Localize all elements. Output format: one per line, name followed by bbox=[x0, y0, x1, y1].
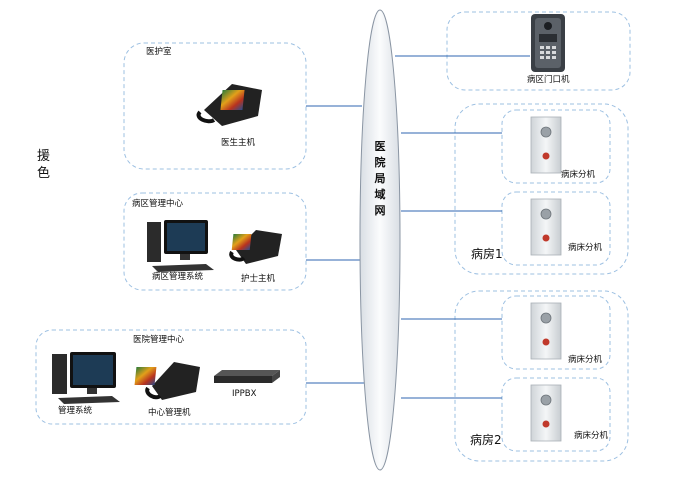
mgmt-system-computer-icon bbox=[52, 352, 120, 404]
room2-title: 病房2 bbox=[470, 433, 502, 447]
room1-bed-b-label: 病床分机 bbox=[568, 243, 603, 253]
lan-char-5: 网 bbox=[374, 204, 386, 217]
lan-char-2: 院 bbox=[374, 156, 386, 169]
lan-ellipse bbox=[359, 9, 401, 471]
doctor-host-phone-icon bbox=[196, 84, 262, 126]
room1-title: 病房1 bbox=[471, 247, 503, 261]
mgmt-system-label: 管理系统 bbox=[58, 406, 93, 416]
hospital-center-box bbox=[35, 329, 307, 425]
room2-bed-b-unit-icon bbox=[530, 384, 562, 442]
ippbx-label: IPPBX bbox=[232, 389, 257, 399]
lan-char-3: 局 bbox=[374, 172, 386, 185]
lan-char-1: 医 bbox=[374, 140, 386, 153]
ward-system-label: 病区管理系统 bbox=[152, 272, 204, 282]
doctor-host-label: 医生主机 bbox=[221, 138, 256, 148]
room2-bed-a-unit-icon bbox=[530, 302, 562, 360]
ward-center-title: 病区管理中心 bbox=[132, 199, 184, 209]
ippbx-rack-icon bbox=[214, 370, 280, 383]
center-host-label: 中心管理机 bbox=[148, 408, 191, 418]
lan-char-4: 域 bbox=[374, 188, 386, 201]
doctor-room-title: 医护室 bbox=[146, 47, 172, 57]
room1-bed-a-unit-icon bbox=[530, 116, 562, 174]
ward-door-box bbox=[446, 11, 631, 91]
room2-bed-a-label: 病床分机 bbox=[568, 355, 603, 365]
nurse-host-label: 护士主机 bbox=[241, 274, 276, 284]
ward-center-box bbox=[123, 192, 307, 291]
ward-system-computer-icon bbox=[147, 220, 214, 272]
room1-bed-a-label: 病床分机 bbox=[561, 170, 596, 180]
lan-label: 医 院 局 域 网 bbox=[373, 139, 387, 219]
side-label-line-2: 色 bbox=[37, 166, 51, 181]
door-unit-label: 病区门口机 bbox=[527, 75, 570, 85]
room2-bed-b-label: 病床分机 bbox=[574, 431, 609, 441]
room1-bed-b-unit-icon bbox=[530, 198, 562, 256]
center-host-phone-icon bbox=[134, 362, 200, 400]
side-label-line-1: 援 bbox=[37, 149, 51, 164]
door-unit-icon bbox=[531, 14, 565, 72]
hospital-center-title: 医院管理中心 bbox=[133, 335, 185, 345]
doctor-room-box bbox=[123, 42, 307, 170]
nurse-host-phone-icon bbox=[229, 230, 282, 264]
